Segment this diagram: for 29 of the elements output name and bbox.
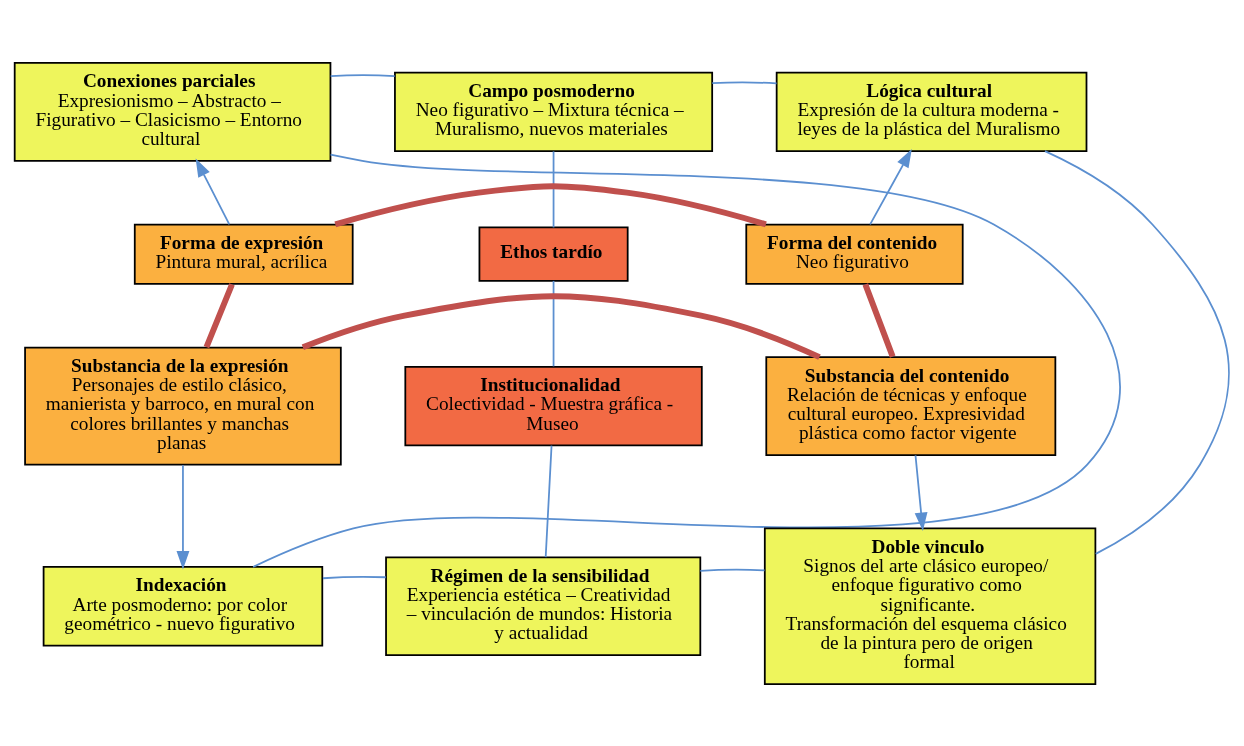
node-box: Institucionalidad Colectividad - Muestra gráfica - Museo	[404, 365, 703, 446]
arrow	[195, 158, 231, 225]
node-box: Substancia de la expresión Personajes de estilo clásico, manierista y barroco, en mural con colores brillantes y manchas planas	[24, 346, 342, 466]
connector	[862, 282, 896, 358]
node-box: Forma del contenido Neo figurativo	[745, 223, 964, 285]
connector	[322, 575, 387, 579]
connector	[552, 279, 555, 367]
node-box: Substancia del contenido Relación de técnicas y enfoque cultural europeo. Expresividad plástica como factor vigente	[765, 355, 1057, 456]
node-box: Ethos tardío	[478, 226, 629, 282]
node-box: Forma de expresión Pintura mural, acrílica	[133, 223, 354, 285]
arrow	[869, 148, 912, 225]
connector	[334, 182, 767, 227]
connector	[252, 153, 1121, 568]
connector	[699, 568, 766, 572]
node-box: Régimen de la sensibilidad Experiencia estética – Creatividad – vinculación de mundos: Historia y actualidad	[385, 555, 702, 656]
node-box: Doble vinculo Signos del arte clásico europeo/ enfoque figurativo como significante. Transformación del esquema clásico de la pintura pero de origen formal	[763, 527, 1097, 685]
connector	[711, 81, 778, 84]
connector	[552, 150, 555, 228]
arrow	[914, 453, 928, 531]
node-box: Conexiones parciales Expresionismo – Abstracto – Figurativo – Clasicismo – Entorno cultural	[13, 61, 332, 162]
arrow	[176, 463, 190, 569]
connector	[203, 282, 235, 348]
node-box: Lógica cultural Expresión de la cultura moderna - leyes de la plástica del Muralismo	[775, 71, 1088, 152]
node-box: Indexación Arte posmoderno: por color geométrico - nuevo figurativo	[42, 565, 324, 646]
connector	[1044, 149, 1230, 555]
connector	[544, 444, 553, 558]
node-box: Campo posmoderno Neo figurativo – Mixtura técnica – Muralismo, nuevos materiales	[394, 71, 714, 152]
connector	[301, 292, 821, 360]
connector	[329, 73, 396, 77]
